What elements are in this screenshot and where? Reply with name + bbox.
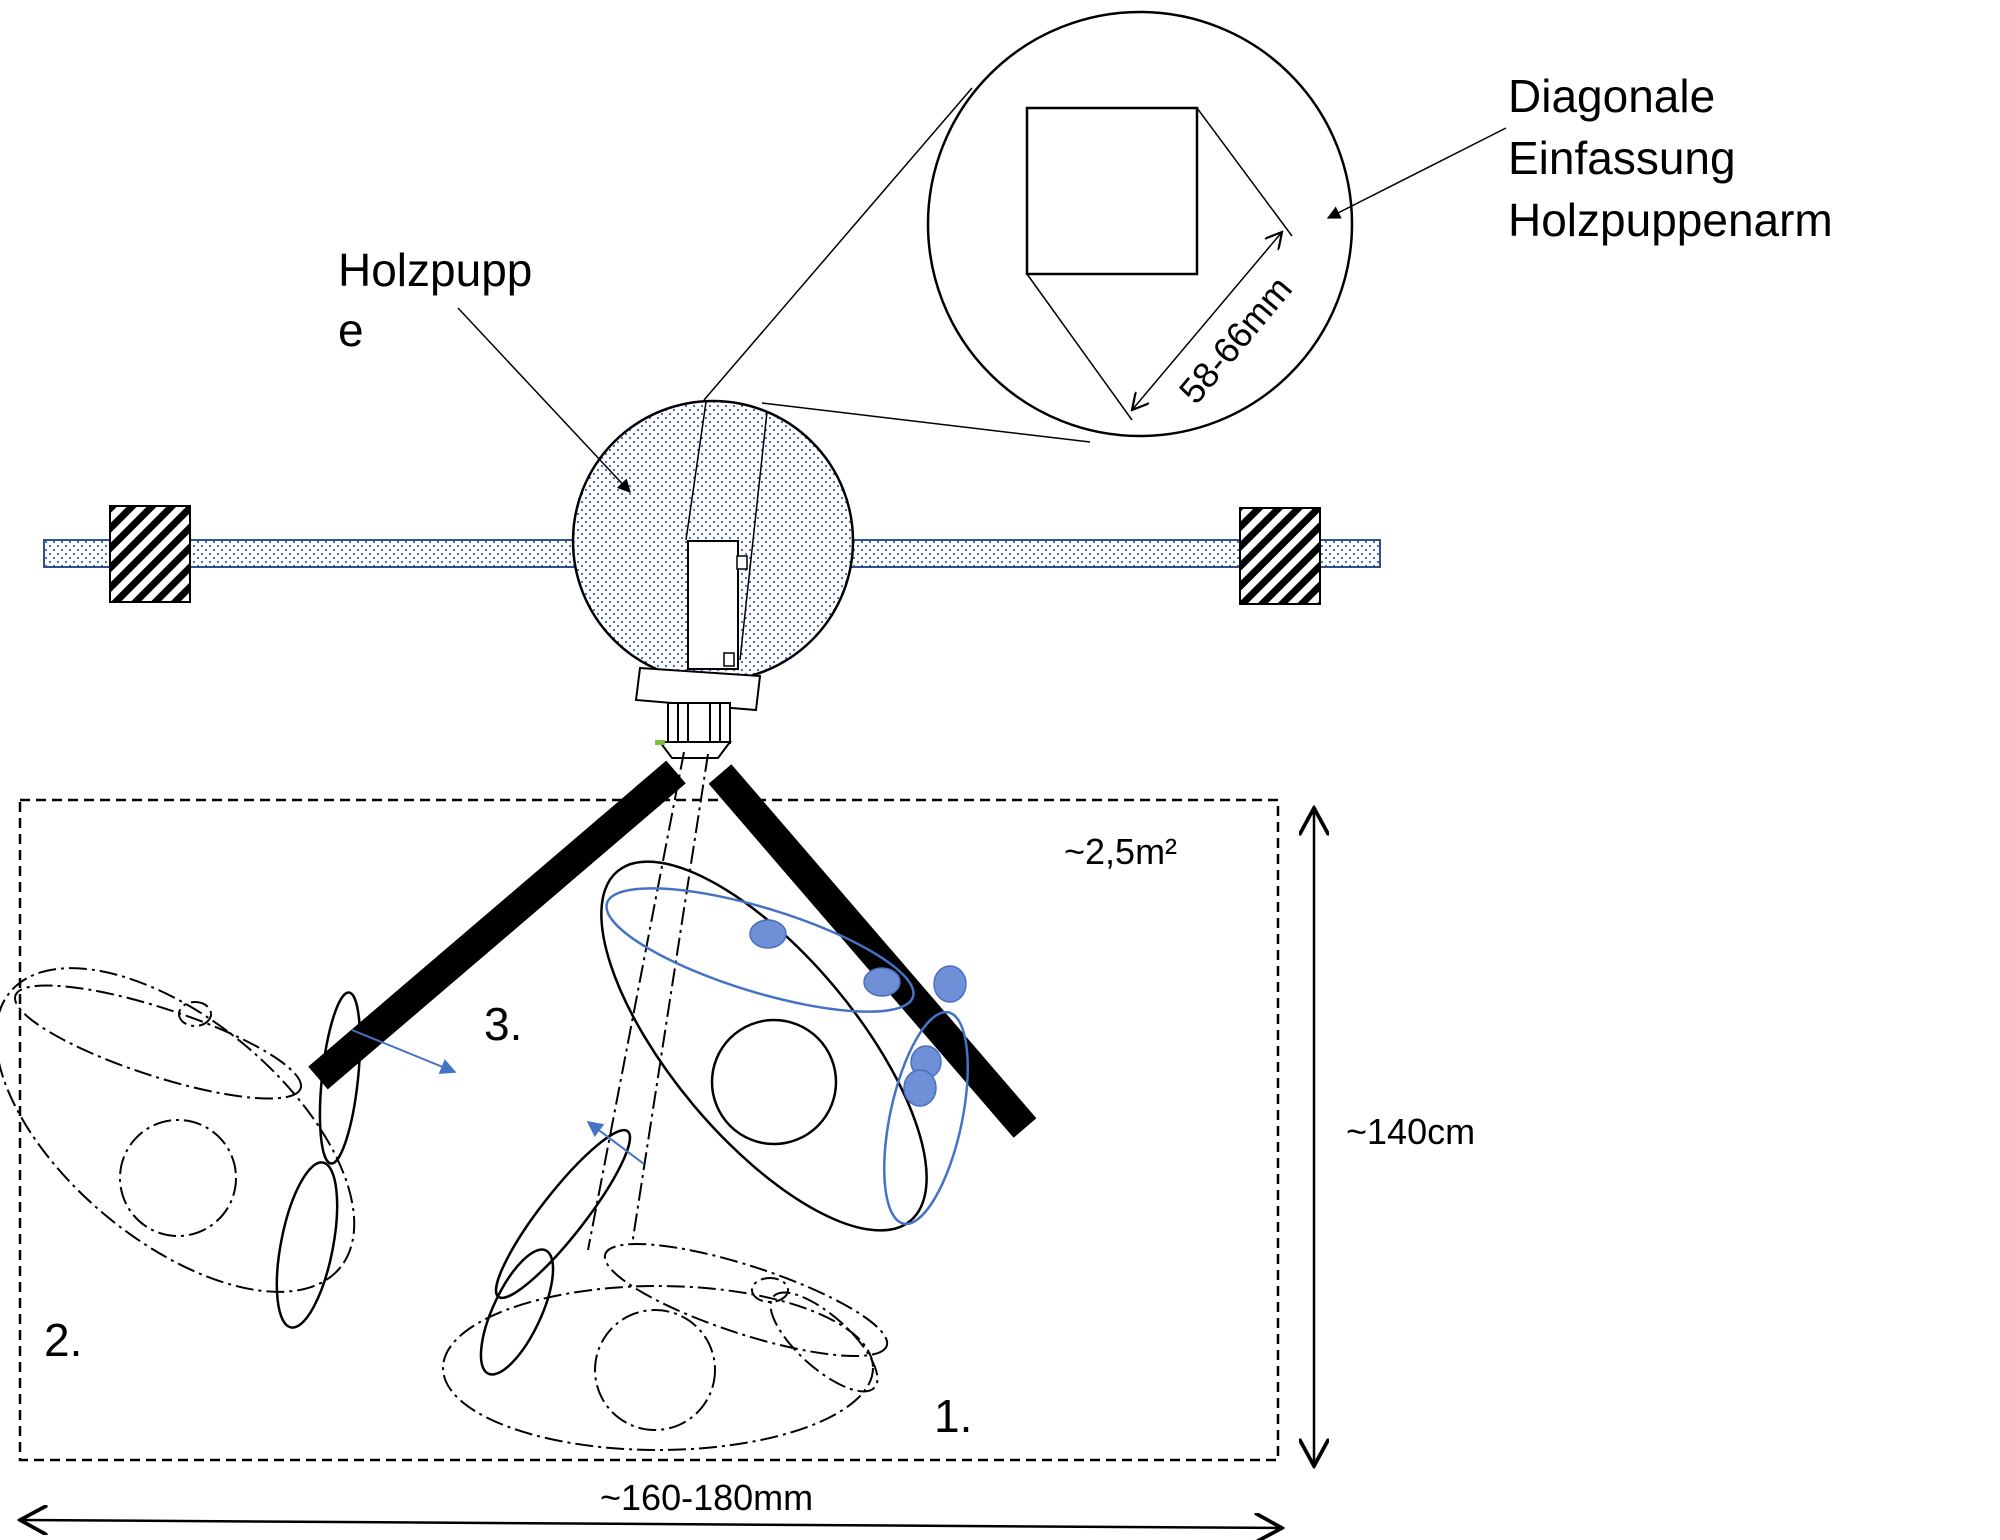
label-height: ~140cm (1346, 1111, 1475, 1152)
label-detail-1: Diagonale (1508, 70, 1715, 122)
label-width: ~160-180mm (600, 1477, 813, 1518)
motion-arrow-up (586, 1121, 645, 1165)
figure-position-3 (600, 860, 928, 1232)
figure-position-1 (442, 1242, 889, 1451)
label-holzpuppe-2: e (338, 304, 364, 356)
movement-guides (587, 751, 709, 1251)
hand-markers-blue (749, 919, 967, 1107)
arm-left (308, 760, 686, 1090)
label-position-3: 3. (484, 998, 522, 1050)
label-area: ~2,5m² (1064, 831, 1177, 872)
hatched-block-right (1239, 507, 1321, 605)
detail-arrow (1326, 127, 1507, 219)
motion-arrow-right (351, 1029, 457, 1074)
detail-circle (926, 10, 1354, 438)
figure-position-2 (0, 967, 356, 1293)
zoom-line-top (703, 87, 973, 401)
holzpuppe-body (571, 399, 855, 759)
label-detail-2: Einfassung (1508, 132, 1736, 184)
holzpuppe-arrow (457, 307, 631, 493)
dimension-arrow-diagonal (1132, 232, 1282, 410)
forearm-outlines (275, 991, 632, 1376)
label-position-1: 1. (934, 1390, 972, 1442)
width-dimension-arrow (20, 1520, 1282, 1528)
label-position-2: 2. (44, 1314, 82, 1366)
hatched-block-left (109, 505, 191, 603)
hand-motion-blue (605, 887, 970, 1226)
arm-cross-section (1025, 106, 1199, 276)
label-detail-3: Holzpuppenarm (1508, 194, 1833, 246)
zoom-line-bottom (761, 402, 1091, 443)
label-holzpuppe-1: Holzpupp (338, 244, 532, 296)
